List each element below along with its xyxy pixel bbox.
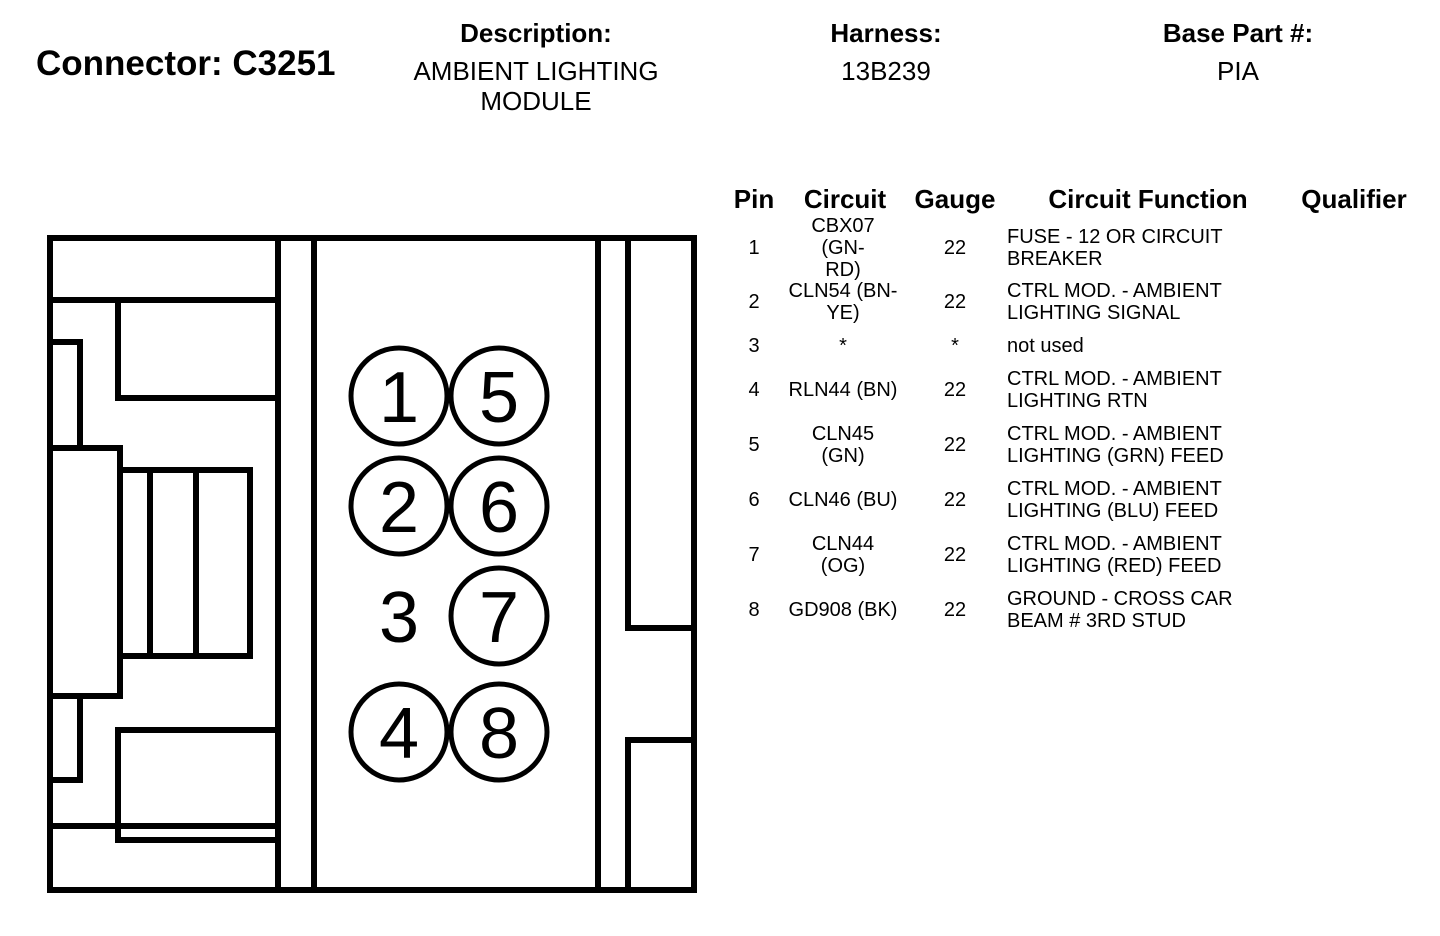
pin-5-label: 5 bbox=[479, 358, 519, 438]
cell-circuit: RLN44 (BN) bbox=[788, 379, 898, 401]
description-label: Description: bbox=[460, 18, 612, 48]
pin-1-label: 1 bbox=[379, 358, 419, 438]
cell-qualifier bbox=[1292, 531, 1416, 579]
left-upper-tab bbox=[115, 297, 281, 401]
cell-pin: 1 bbox=[748, 237, 760, 259]
cell-gauge: 22 bbox=[943, 489, 967, 511]
cell-qualifier bbox=[1292, 476, 1416, 524]
cell-gauge: 22 bbox=[943, 237, 967, 259]
cell-pin: 4 bbox=[748, 379, 760, 401]
cell-circuit: CLN45 (GN) bbox=[811, 423, 875, 467]
cell-function: not used bbox=[1007, 335, 1084, 357]
cell-function: CTRL MOD. - AMBIENT LIGHTING (BLU) FEED bbox=[1007, 478, 1222, 522]
cell-function: GROUND - CROSS CAR BEAM # 3RD STUD bbox=[1007, 588, 1233, 632]
cell-qualifier bbox=[1292, 334, 1416, 358]
cell-circuit: CLN46 (BU) bbox=[788, 489, 898, 511]
connector-face-diagram: 1 2 3 4 5 6 7 8 bbox=[47, 235, 697, 893]
cell-gauge: 22 bbox=[943, 544, 967, 566]
cell-gauge: 22 bbox=[943, 434, 967, 456]
cell-gauge: 22 bbox=[943, 599, 967, 621]
left-divider bbox=[275, 235, 317, 893]
cell-circuit: GD908 (BK) bbox=[788, 599, 898, 621]
cell-pin: 8 bbox=[748, 599, 760, 621]
pin-8-circle bbox=[448, 681, 550, 783]
cell-pin: 7 bbox=[748, 544, 760, 566]
column-header-qualifier: Qualifier bbox=[1301, 184, 1407, 214]
cell-function: CTRL MOD. - AMBIENT LIGHTING SIGNAL bbox=[1007, 280, 1222, 324]
cell-qualifier bbox=[1292, 421, 1416, 469]
cell-gauge: 22 bbox=[943, 291, 967, 313]
pin-7-circle bbox=[448, 565, 550, 667]
base-part-label: Base Part #: bbox=[1162, 18, 1314, 48]
cell-circuit: CLN54 (BN- YE) bbox=[788, 280, 898, 324]
table-row: 4 RLN44 (BN) 22 CTRL MOD. - AMBIENT LIGH… bbox=[728, 366, 1428, 414]
left-lock-middle bbox=[47, 445, 123, 699]
pin-2-label: 2 bbox=[379, 468, 419, 548]
harness-value: 13B239 bbox=[841, 56, 931, 86]
left-lower-rail bbox=[47, 823, 281, 893]
harness-label: Harness: bbox=[830, 18, 942, 48]
pin-2-circle bbox=[348, 455, 450, 557]
right-latch-upper bbox=[625, 235, 697, 631]
cell-gauge: * bbox=[951, 335, 959, 357]
connector-title: Connector: C3251 bbox=[36, 44, 336, 83]
cell-circuit: CBX07 (GN- RD) bbox=[811, 215, 875, 281]
cell-function: CTRL MOD. - AMBIENT LIGHTING (RED) FEED bbox=[1007, 533, 1222, 577]
table-row: 6 CLN46 (BU) 22 CTRL MOD. - AMBIENT LIGH… bbox=[728, 476, 1428, 524]
left-lock-lower bbox=[47, 693, 83, 783]
pin-4-circle bbox=[348, 681, 450, 783]
base-part-block: Base Part #: PIA bbox=[1118, 18, 1358, 86]
pin-3-label: 3 bbox=[379, 578, 419, 658]
table-row: 1 CBX07 (GN- RD) 22 FUSE - 12 OR CIRCUIT… bbox=[728, 215, 1428, 281]
cell-pin: 5 bbox=[748, 434, 760, 456]
description-block: Description: AMBIENT LIGHTING MODULE bbox=[386, 18, 686, 116]
table-row: 8 GD908 (BK) 22 GROUND - CROSS CAR BEAM … bbox=[728, 586, 1428, 634]
base-part-value: PIA bbox=[1217, 56, 1259, 86]
cell-gauge: 22 bbox=[943, 379, 967, 401]
cell-qualifier bbox=[1292, 586, 1416, 634]
pin-5-circle bbox=[448, 345, 550, 447]
left-lower-tab bbox=[115, 727, 281, 843]
cell-qualifier bbox=[1292, 278, 1416, 326]
cell-pin: 3 bbox=[748, 335, 760, 357]
pin-7-label: 7 bbox=[479, 578, 519, 658]
column-header-pin: Pin bbox=[733, 184, 775, 214]
cell-function: CTRL MOD. - AMBIENT LIGHTING (GRN) FEED bbox=[1007, 423, 1224, 467]
table-row: 2 CLN54 (BN- YE) 22 CTRL MOD. - AMBIENT … bbox=[728, 278, 1428, 326]
table-row: 5 CLN45 (GN) 22 CTRL MOD. - AMBIENT LIGH… bbox=[728, 421, 1428, 469]
cell-circuit: CLN44 (OG) bbox=[811, 533, 875, 577]
left-upper-rail bbox=[47, 235, 281, 303]
pin-8-label: 8 bbox=[479, 694, 519, 774]
cell-function: FUSE - 12 OR CIRCUIT BREAKER bbox=[1007, 226, 1223, 270]
pin-4-label: 4 bbox=[379, 694, 419, 774]
left-lock-upper bbox=[47, 339, 83, 451]
description-value: AMBIENT LIGHTING MODULE bbox=[413, 56, 659, 116]
column-header-gauge: Gauge bbox=[914, 184, 996, 214]
pin-6-label: 6 bbox=[479, 468, 519, 548]
cell-qualifier bbox=[1292, 366, 1416, 414]
cell-pin: 2 bbox=[748, 291, 760, 313]
column-header-circuit: Circuit bbox=[803, 184, 887, 214]
column-header-circuit-function: Circuit Function bbox=[1048, 184, 1248, 214]
right-latch-lower bbox=[625, 737, 697, 893]
pin-1-circle bbox=[348, 345, 450, 447]
cell-pin: 6 bbox=[748, 489, 760, 511]
pin-6-circle bbox=[448, 455, 550, 557]
harness-block: Harness: 13B239 bbox=[786, 18, 986, 86]
left-lock-slots bbox=[117, 467, 253, 659]
cell-function: CTRL MOD. - AMBIENT LIGHTING RTN bbox=[1007, 368, 1222, 412]
pin-cavity-outline bbox=[311, 235, 601, 893]
table-row: 7 CLN44 (OG) 22 CTRL MOD. - AMBIENT LIGH… bbox=[728, 531, 1428, 579]
table-row: 3 * * not used bbox=[728, 334, 1428, 358]
cell-qualifier bbox=[1292, 224, 1416, 272]
cell-circuit: * bbox=[839, 335, 847, 357]
